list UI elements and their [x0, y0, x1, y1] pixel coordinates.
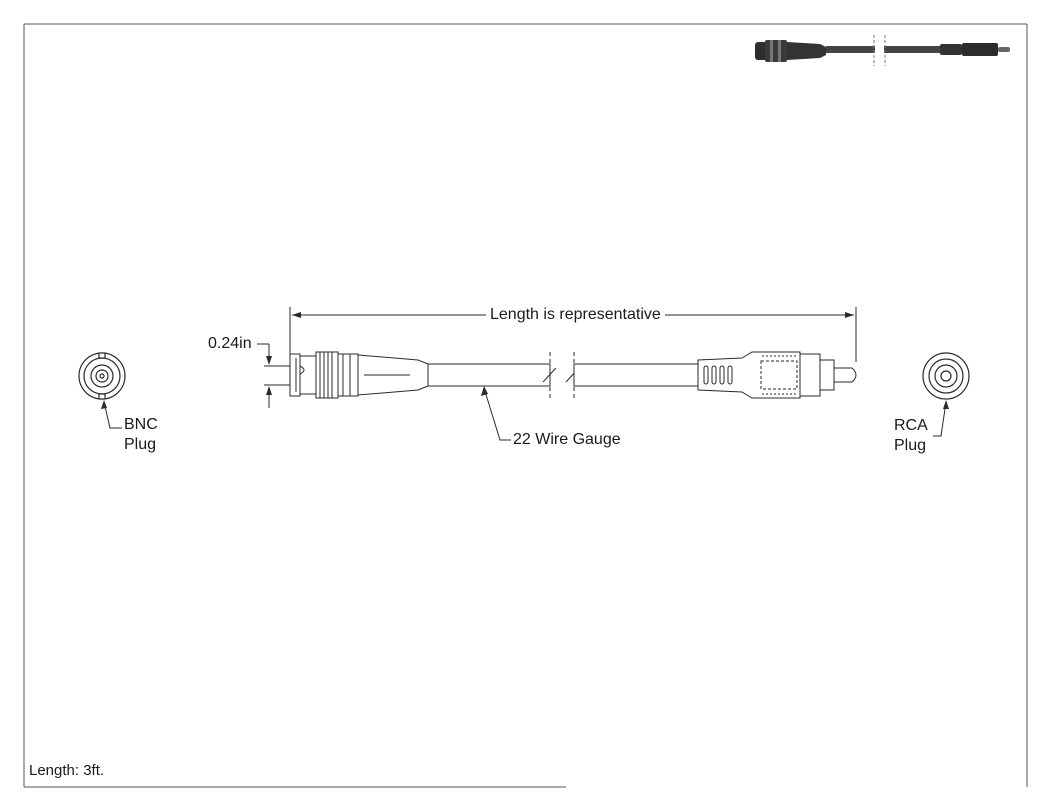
diameter-dimension [257, 343, 290, 408]
bnc-plug-label: BNC Plug [124, 415, 158, 455]
bnc-label-line2: Plug [124, 436, 157, 453]
bnc-plug-face-icon [78, 352, 126, 400]
rca-label-line1: RCA [894, 417, 928, 434]
rca-leader [933, 400, 949, 437]
bnc-label-line1: BNC [124, 416, 158, 433]
cable-body [289, 351, 857, 399]
rca-label-line2: Plug [894, 437, 927, 454]
cable-thumbnail-icon [755, 35, 1010, 66]
wire-gauge-label: 22 Wire Gauge [513, 431, 621, 448]
footer-length: Length: 3ft. [29, 762, 105, 779]
diameter-label: 0.24in [208, 335, 252, 352]
page-frame [23, 23, 1028, 788]
length-label: Length is representative [486, 305, 665, 325]
rca-plug-label: RCA Plug [894, 416, 928, 456]
wire-gauge-leader [481, 386, 511, 441]
bnc-leader [101, 400, 122, 429]
rca-plug-face-icon [922, 352, 970, 400]
